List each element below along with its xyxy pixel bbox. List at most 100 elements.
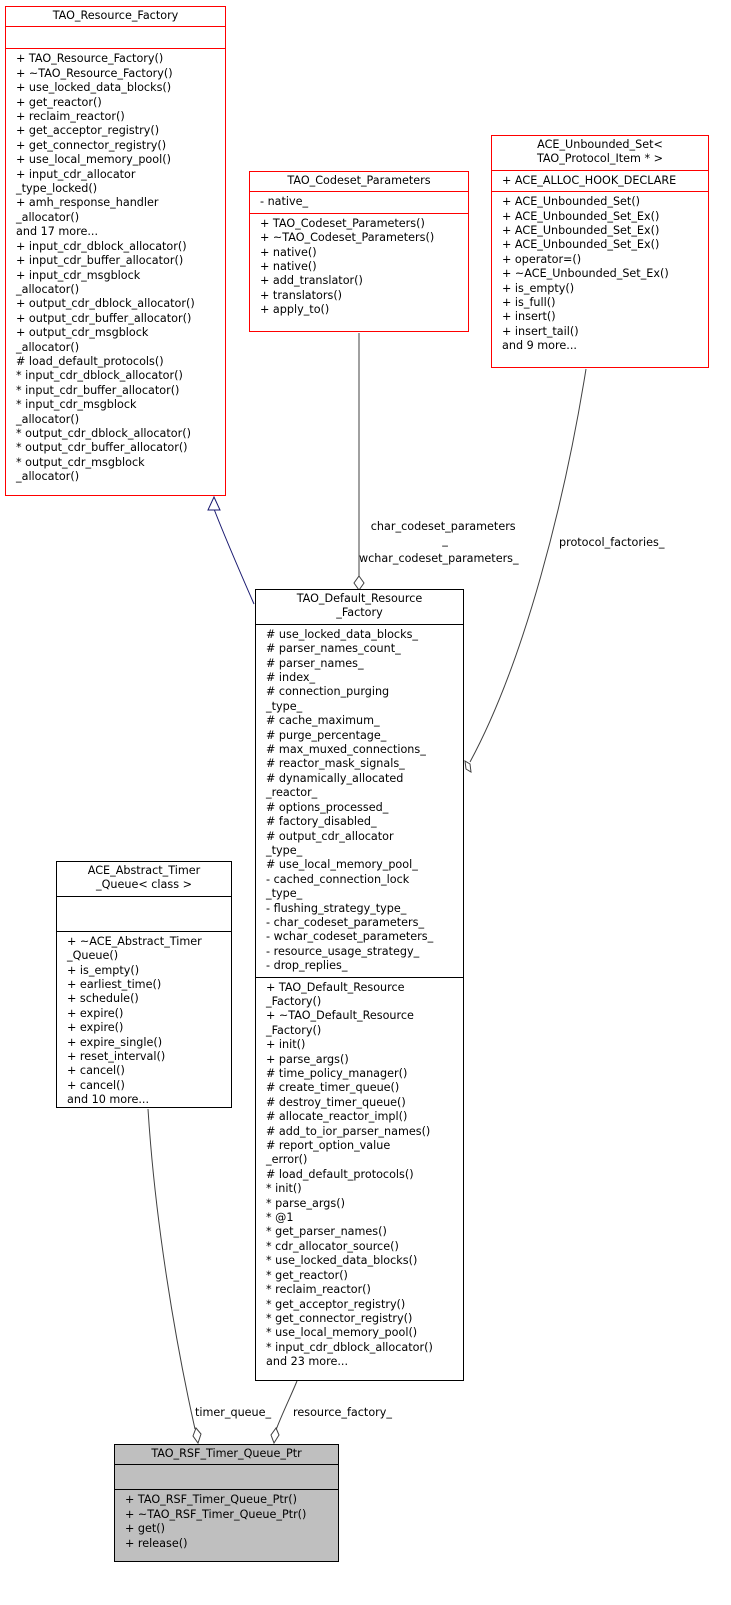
class-method: + apply_to() [260, 303, 330, 317]
class-method: * input_cdr_dblock_allocator() [266, 1340, 433, 1354]
class-attribute: # max_muxed_connections_ [266, 743, 426, 757]
attributes-section: + ACE_ALLOC_HOOK_DECLARE [492, 169, 708, 191]
class-attribute: - wchar_codeset_parameters_ [266, 930, 434, 944]
class-method: * use_local_memory_pool() [266, 1326, 418, 1340]
class-method: + cancel() [67, 1064, 125, 1078]
class-method: + ACE_Unbounded_Set_Ex() [502, 238, 660, 252]
attributes-section: # use_locked_data_blocks_# parser_names_… [256, 623, 463, 977]
class-attribute: # output_cdr_allocator _type_ [266, 829, 394, 857]
protocol-factories-label: protocol_factories_ [559, 536, 665, 549]
class-method: + ~TAO_Default_Resource _Factory() [266, 1009, 414, 1037]
class-method: + get_acceptor_registry() [16, 124, 160, 138]
class-ace-unbounded-set[interactable]: ACE_Unbounded_Set< TAO_Protocol_Item * >… [491, 135, 709, 368]
protocol-factories-aggregation-diamond [464, 760, 472, 773]
class-attribute: # purge_percentage_ [266, 728, 387, 742]
class-method: + TAO_Resource_Factory() [16, 52, 164, 66]
class-title: ACE_Unbounded_Set< TAO_Protocol_Item * > [536, 138, 664, 166]
class-method: + operator=() [502, 252, 582, 266]
class-attribute: - native_ [260, 195, 309, 209]
class-attribute: # factory_disabled_ [266, 815, 377, 829]
class-attribute: # use_local_memory_pool_ [266, 858, 418, 872]
class-attribute: - flushing_strategy_type_ [266, 901, 407, 915]
inheritance-arrowhead [207, 495, 221, 511]
class-method: + get() [125, 1522, 166, 1536]
class-method: * input_cdr_msgblock _allocator() [16, 398, 137, 426]
class-attribute: - resource_usage_strategy_ [266, 944, 420, 958]
class-method: + TAO_Default_Resource _Factory() [266, 980, 405, 1008]
class-method: + expire() [67, 1021, 124, 1035]
class-method: and 9 more... [502, 339, 577, 353]
class-method: * init() [266, 1182, 302, 1196]
class-method: * parse_args() [266, 1196, 345, 1210]
class-method: + reclaim_reactor() [16, 110, 125, 124]
class-title: TAO_RSF_Timer_Queue_Ptr [151, 1447, 302, 1460]
class-method: * output_cdr_dblock_allocator() [16, 426, 191, 440]
class-ace-abstract-timer-queue[interactable]: ACE_Abstract_Timer _Queue< class > + ~AC… [56, 861, 232, 1108]
class-method: * cdr_allocator_source() [266, 1239, 399, 1253]
class-method: + output_cdr_buffer_allocator() [16, 311, 192, 325]
class-attribute: # reactor_mask_signals_ [266, 757, 405, 771]
class-method: + earliest_time() [67, 978, 162, 992]
class-method: + TAO_RSF_Timer_Queue_Ptr() [125, 1493, 298, 1507]
protocol-factories-edge [469, 368, 587, 763]
class-tao-default-resource-factory[interactable]: TAO_Default_Resource _Factory # use_lock… [255, 589, 464, 1381]
methods-section: + ACE_Unbounded_Set()+ ACE_Unbounded_Set… [492, 191, 708, 356]
class-method: * @1 [266, 1211, 294, 1225]
class-method: * get_connector_registry() [266, 1311, 413, 1325]
inheritance-edge [213, 508, 255, 605]
class-method: + is_full() [502, 296, 556, 310]
class-method: + ACE_Unbounded_Set_Ex() [502, 209, 660, 223]
class-method: + cancel() [67, 1078, 125, 1092]
class-method: # load_default_protocols() [16, 354, 164, 368]
class-method: * output_cdr_buffer_allocator() [16, 441, 188, 455]
class-tao-rsf-timer-queue-ptr[interactable]: TAO_RSF_Timer_Queue_Ptr + TAO_RSF_Timer_… [114, 1444, 339, 1562]
class-method: * input_cdr_buffer_allocator() [16, 383, 180, 397]
class-method: + ~TAO_RSF_Timer_Queue_Ptr() [125, 1507, 307, 1521]
class-method: # allocate_reactor_impl() [266, 1110, 408, 1124]
class-method: # time_policy_manager() [266, 1067, 408, 1080]
class-method: * input_cdr_dblock_allocator() [16, 369, 183, 383]
class-tao-codeset-parameters[interactable]: TAO_Codeset_Parameters - native_ + TAO_C… [249, 171, 469, 332]
class-method: # report_option_value _error() [266, 1139, 391, 1167]
class-method: * use_locked_data_blocks() [266, 1254, 418, 1268]
class-method: + ~TAO_Resource_Factory() [16, 66, 173, 80]
class-method: + native() [260, 260, 317, 274]
methods-section: + TAO_Resource_Factory()+ ~TAO_Resource_… [6, 48, 225, 487]
class-method: + reset_interval() [67, 1050, 166, 1064]
resource-factory-label: resource_factory_ [293, 1406, 392, 1419]
resource-factory-edge [275, 1380, 298, 1431]
timer-queue-label: timer_queue_ [195, 1406, 272, 1419]
resource-factory-aggregation-diamond [270, 1426, 280, 1445]
attributes-section [115, 1464, 338, 1489]
class-method: + native() [260, 245, 317, 259]
char-codeset-label-line2: _ [441, 534, 448, 547]
class-method: + output_cdr_msgblock _allocator() [16, 326, 149, 354]
class-method: * get_acceptor_registry() [266, 1297, 406, 1311]
class-title: TAO_Codeset_Parameters [287, 174, 431, 187]
class-method: # add_to_ior_parser_names() [266, 1124, 431, 1138]
class-attribute: - cached_connection_lock _type_ [266, 872, 410, 901]
class-method: + TAO_Codeset_Parameters() [260, 216, 425, 230]
class-title: ACE_Abstract_Timer _Queue< class > [87, 864, 201, 892]
class-method: * get_reactor() [266, 1268, 348, 1282]
class-method: + use_locked_data_blocks() [16, 81, 172, 95]
class-attribute: # dynamically_allocated _reactor_ [266, 771, 404, 800]
timer-queue-aggregation-diamond [192, 1427, 202, 1445]
class-method: + get_connector_registry() [16, 138, 167, 152]
attributes-section [6, 26, 225, 48]
timer-queue-edge [147, 1108, 196, 1430]
class-tao-resource-factory[interactable]: TAO_Resource_Factory + TAO_Resource_Fact… [5, 6, 226, 496]
class-method: + amh_response_handler _allocator() [16, 196, 159, 224]
class-attribute: # index_ [266, 671, 316, 685]
class-method: + parse_args() [266, 1052, 349, 1066]
methods-section: + ~ACE_Abstract_Timer _Queue()+ is_empty… [57, 930, 231, 1111]
wchar-codeset-label: wchar_codeset_parameters_ [359, 552, 519, 565]
class-method: and 10 more... [67, 1093, 150, 1107]
class-method: + expire() [67, 1006, 124, 1020]
class-attribute: # cache_maximum_ [266, 714, 380, 728]
class-method: + add_translator() [260, 274, 363, 288]
class-method: + input_cdr_dblock_allocator() [16, 239, 187, 253]
class-method: and 17 more... [16, 225, 99, 239]
